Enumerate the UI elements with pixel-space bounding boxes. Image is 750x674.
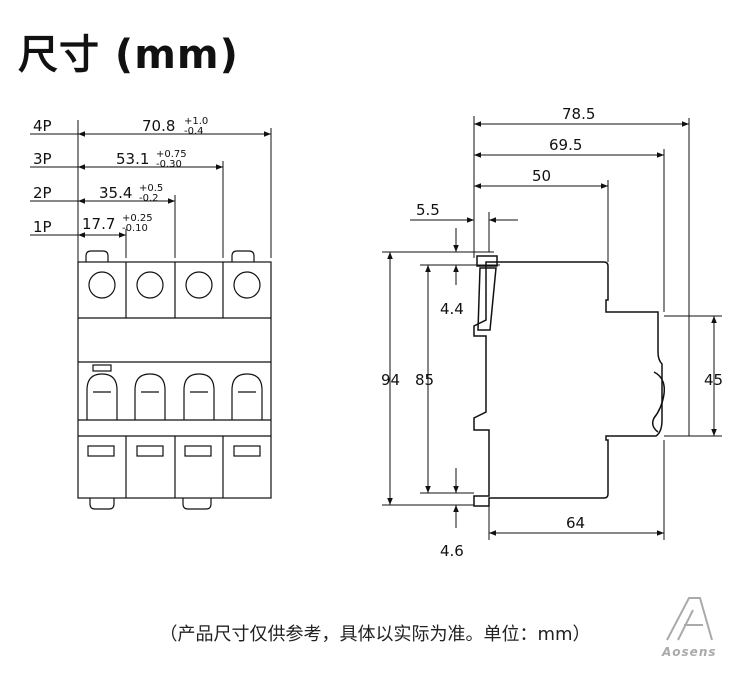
dim-4-4: 4.4 (440, 300, 464, 318)
pole-label-4p: 4P (33, 117, 52, 135)
front-view-labels: 4P 70.8 +1.0 -0.4 3P 53.1 +0.75 -0.30 2P… (33, 116, 208, 236)
breaker-side-body (473, 255, 666, 507)
dim-4-6: 4.6 (440, 542, 464, 560)
pole-label-2p: 2P (33, 184, 52, 202)
pole-label-1p: 1P (33, 218, 52, 236)
dim-94: 94 (381, 371, 400, 389)
front-view (30, 120, 272, 510)
dim-78-5: 78.5 (562, 105, 595, 123)
pole-tol-upper-3p: +0.75 (156, 149, 187, 160)
pole-dimension-lines (30, 120, 272, 262)
side-view (382, 116, 722, 540)
side-view-labels: 78.5 69.5 50 5.5 4.4 94 85 45 64 4.6 (381, 105, 723, 560)
dim-50: 50 (532, 167, 551, 185)
pole-tol-lower-1p: -0.10 (122, 223, 148, 234)
pole-value-2p: 35.4 (99, 184, 132, 202)
dim-5-5: 5.5 (416, 201, 440, 219)
pole-tol-upper-4p: +1.0 (184, 116, 208, 127)
dim-69-5: 69.5 (549, 136, 582, 154)
dim-85: 85 (415, 371, 434, 389)
dim-64: 64 (566, 514, 585, 532)
logo-mark-icon (666, 597, 713, 641)
pole-tol-lower-3p: -0.30 (156, 159, 182, 170)
pole-value-3p: 53.1 (116, 150, 149, 168)
pole-tol-lower-2p: -0.2 (139, 193, 159, 204)
footnote: （产品尺寸仅供参考，具体以实际为准。单位：mm） (159, 624, 591, 645)
breaker-front-body (77, 250, 272, 510)
pole-tol-upper-2p: +0.5 (139, 183, 163, 194)
pole-tol-upper-1p: +0.25 (122, 213, 153, 224)
dim-45: 45 (704, 371, 723, 389)
brand-logo: Aosens (662, 645, 717, 659)
pole-value-1p: 17.7 (82, 215, 115, 233)
pole-label-3p: 3P (33, 150, 52, 168)
pole-tol-lower-4p: -0.4 (184, 126, 204, 137)
pole-value-4p: 70.8 (142, 117, 175, 135)
page-title: 尺寸 (mm) (18, 32, 239, 78)
